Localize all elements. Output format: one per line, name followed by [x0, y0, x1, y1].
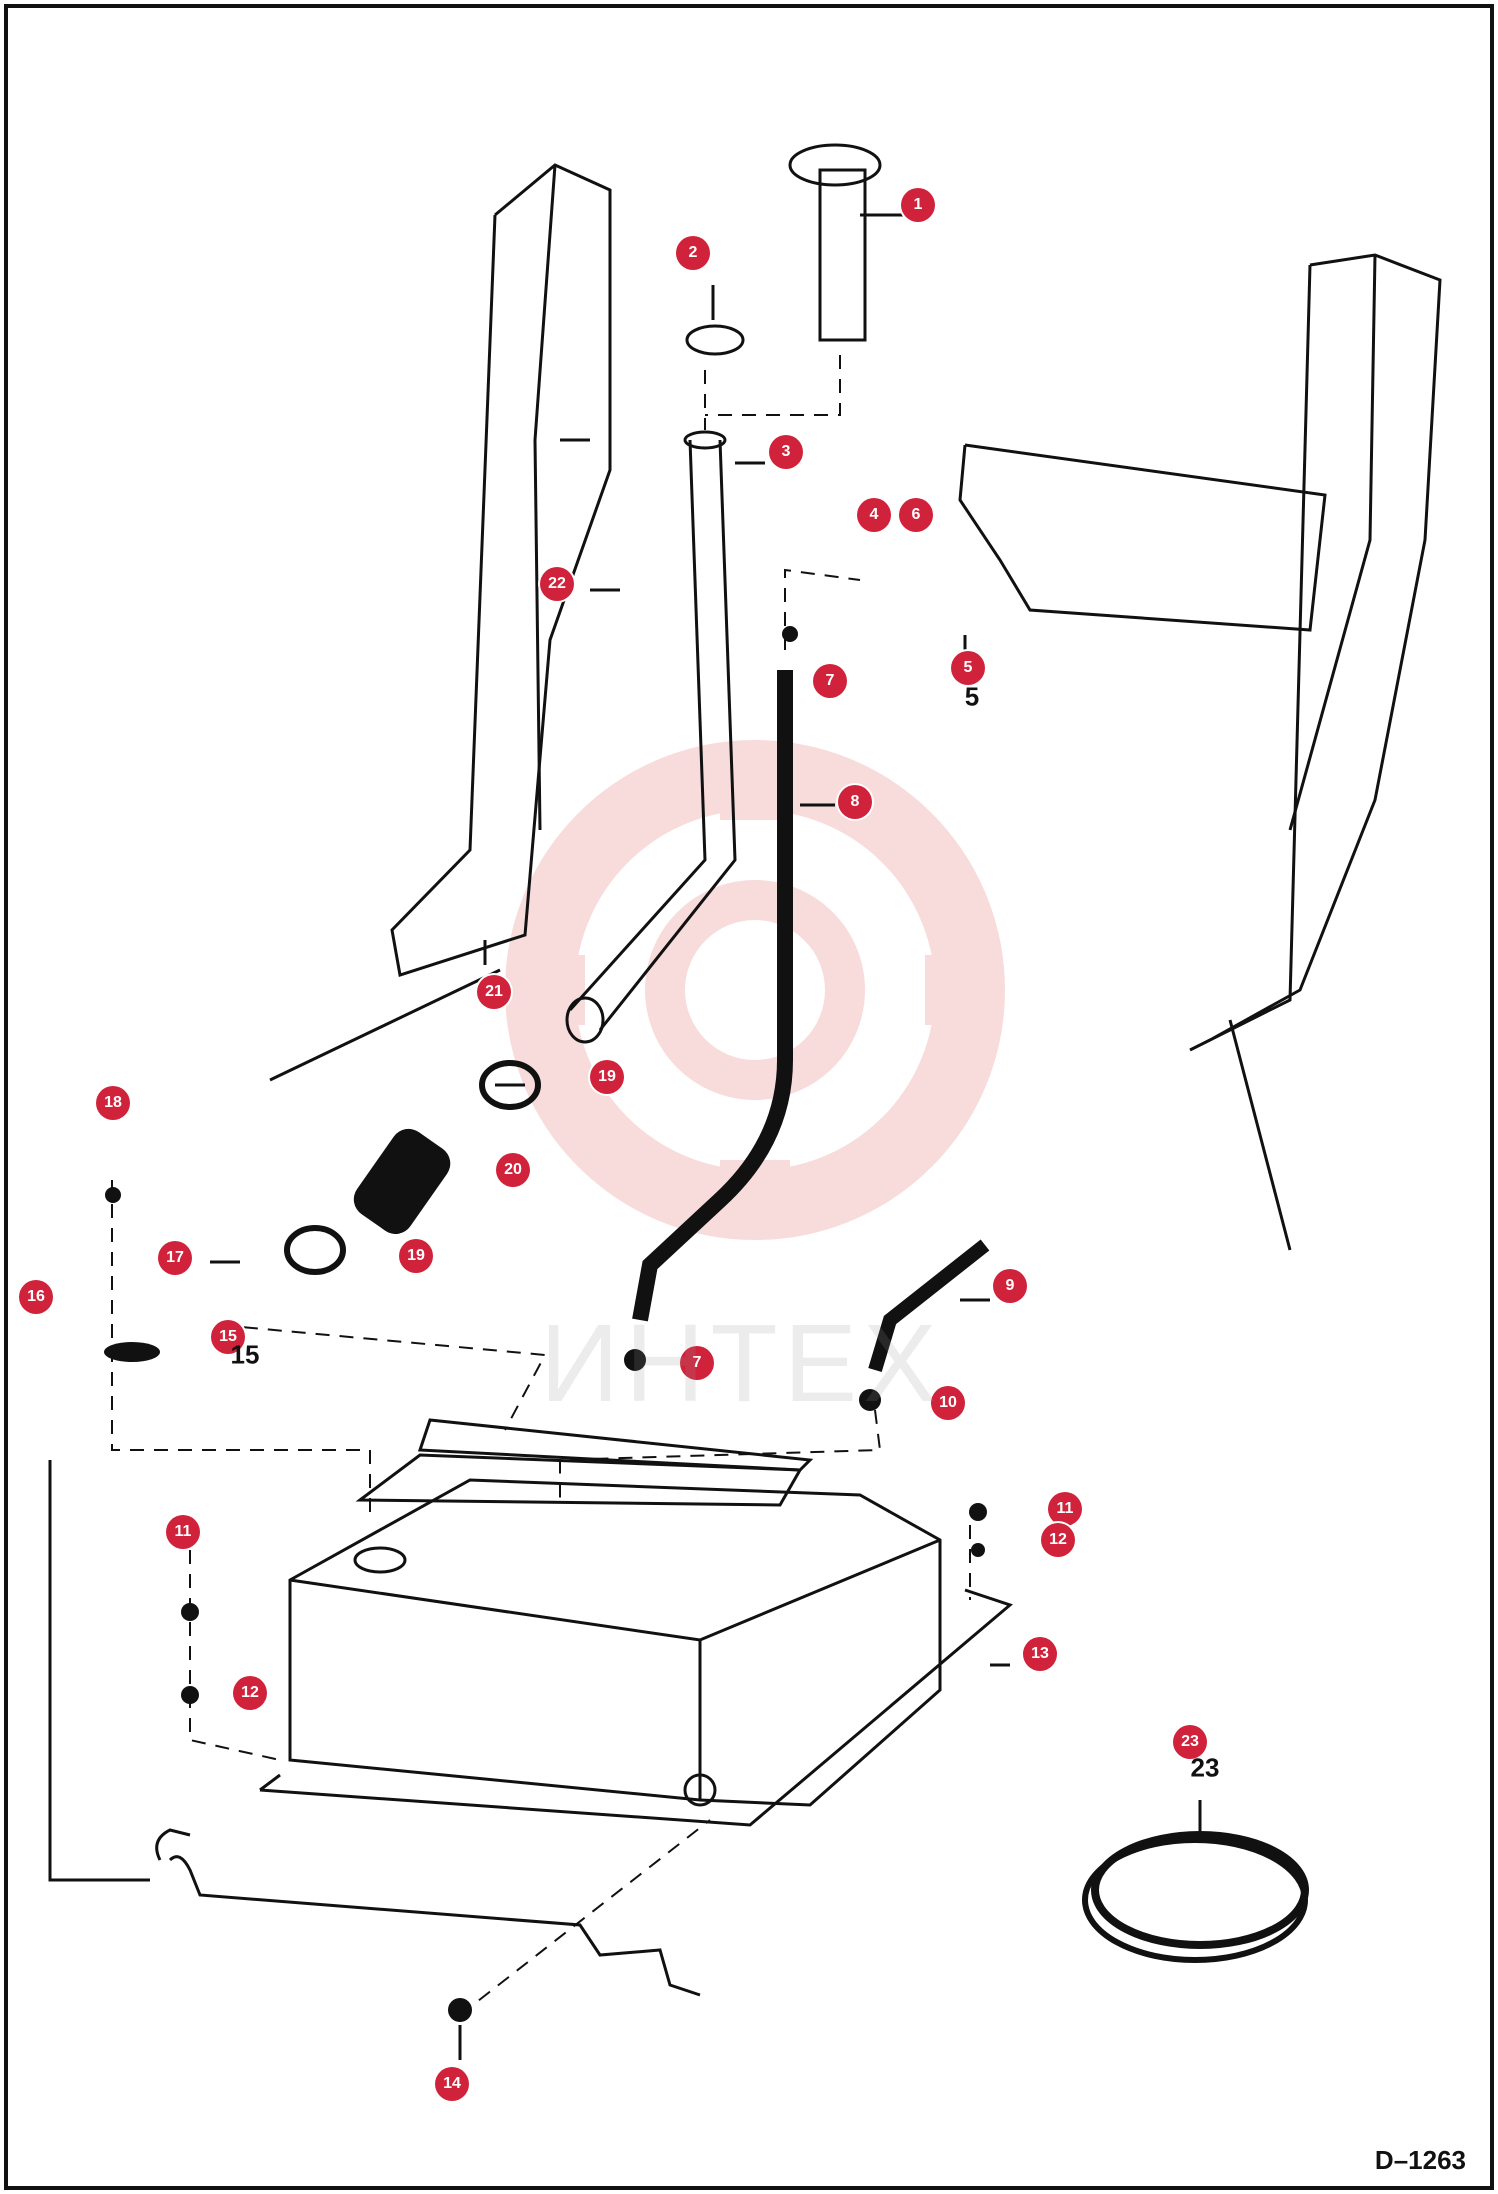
callout-part-17[interactable]: 17 [158, 1241, 192, 1275]
printed-label-15: 15 [230, 1339, 260, 1370]
vent-sleeve-20 [353, 1128, 451, 1234]
hardware [104, 626, 987, 2022]
drawing-code: D–1263 [1374, 2145, 1466, 2175]
callout-part-14[interactable]: 14 [435, 2067, 469, 2101]
assembly-lines [111, 355, 971, 2016]
clamp-19-lower [284, 1225, 346, 1275]
border-frame [4, 4, 1494, 2190]
watermark-gear [505, 740, 1005, 1240]
callout-part-18[interactable]: 18 [96, 1086, 130, 1120]
fuel-tank [288, 1478, 942, 1807]
callout-part-16[interactable]: 16 [19, 1280, 53, 1314]
callout-part-6[interactable]: 6 [899, 498, 933, 532]
filler-neck [565, 430, 737, 1044]
hose-8 [632, 670, 793, 1322]
callout-part-19-upper[interactable]: 19 [590, 1060, 624, 1094]
callout-part-1[interactable]: 1 [901, 188, 935, 222]
callout-part-11-right[interactable]: 11 [1048, 1492, 1082, 1526]
callout-part-9[interactable]: 9 [993, 1269, 1027, 1303]
callout-part-13[interactable]: 13 [1023, 1637, 1057, 1671]
printed-label-5: 5 [964, 681, 980, 712]
callout-part-8[interactable]: 8 [838, 785, 872, 819]
leader-lines [210, 213, 1202, 2060]
callout-part-12-right[interactable]: 12 [1041, 1523, 1075, 1557]
callout-part-10[interactable]: 10 [931, 1386, 965, 1420]
callout-part-21[interactable]: 21 [477, 975, 511, 1009]
base-frame [48, 1460, 701, 1997]
callout-part-12-left[interactable]: 12 [233, 1676, 267, 1710]
callout-part-7-lower[interactable]: 7 [680, 1346, 714, 1380]
callout-part-3[interactable]: 3 [769, 435, 803, 469]
callout-part-5[interactable]: 5 [951, 651, 985, 685]
hose-coil-23 [1082, 1831, 1309, 1963]
right-upright [1189, 253, 1442, 1251]
callout-part-23[interactable]: 23 [1173, 1725, 1207, 1759]
watermark-text: ИНТЕХ [540, 1302, 943, 1425]
callout-part-7-upper[interactable]: 7 [813, 664, 847, 698]
clamp-19-upper [479, 1060, 541, 1110]
mounting-plate [259, 1588, 1014, 1827]
hose-9 [868, 1239, 990, 1373]
callout-part-11-left[interactable]: 11 [166, 1515, 200, 1549]
callout-part-2[interactable]: 2 [676, 236, 710, 270]
callout-part-4[interactable]: 4 [857, 498, 891, 532]
printed-label-23: 23 [1190, 1752, 1220, 1783]
cross-member [958, 443, 1327, 632]
callout-part-22[interactable]: 22 [540, 567, 574, 601]
tank-straps [355, 1418, 814, 1507]
left-upright [269, 163, 612, 1082]
callout-part-15[interactable]: 15 [211, 1320, 245, 1354]
callout-part-19-lower[interactable]: 19 [399, 1239, 433, 1273]
fuel-cap [685, 143, 882, 356]
callout-part-20[interactable]: 20 [496, 1153, 530, 1187]
